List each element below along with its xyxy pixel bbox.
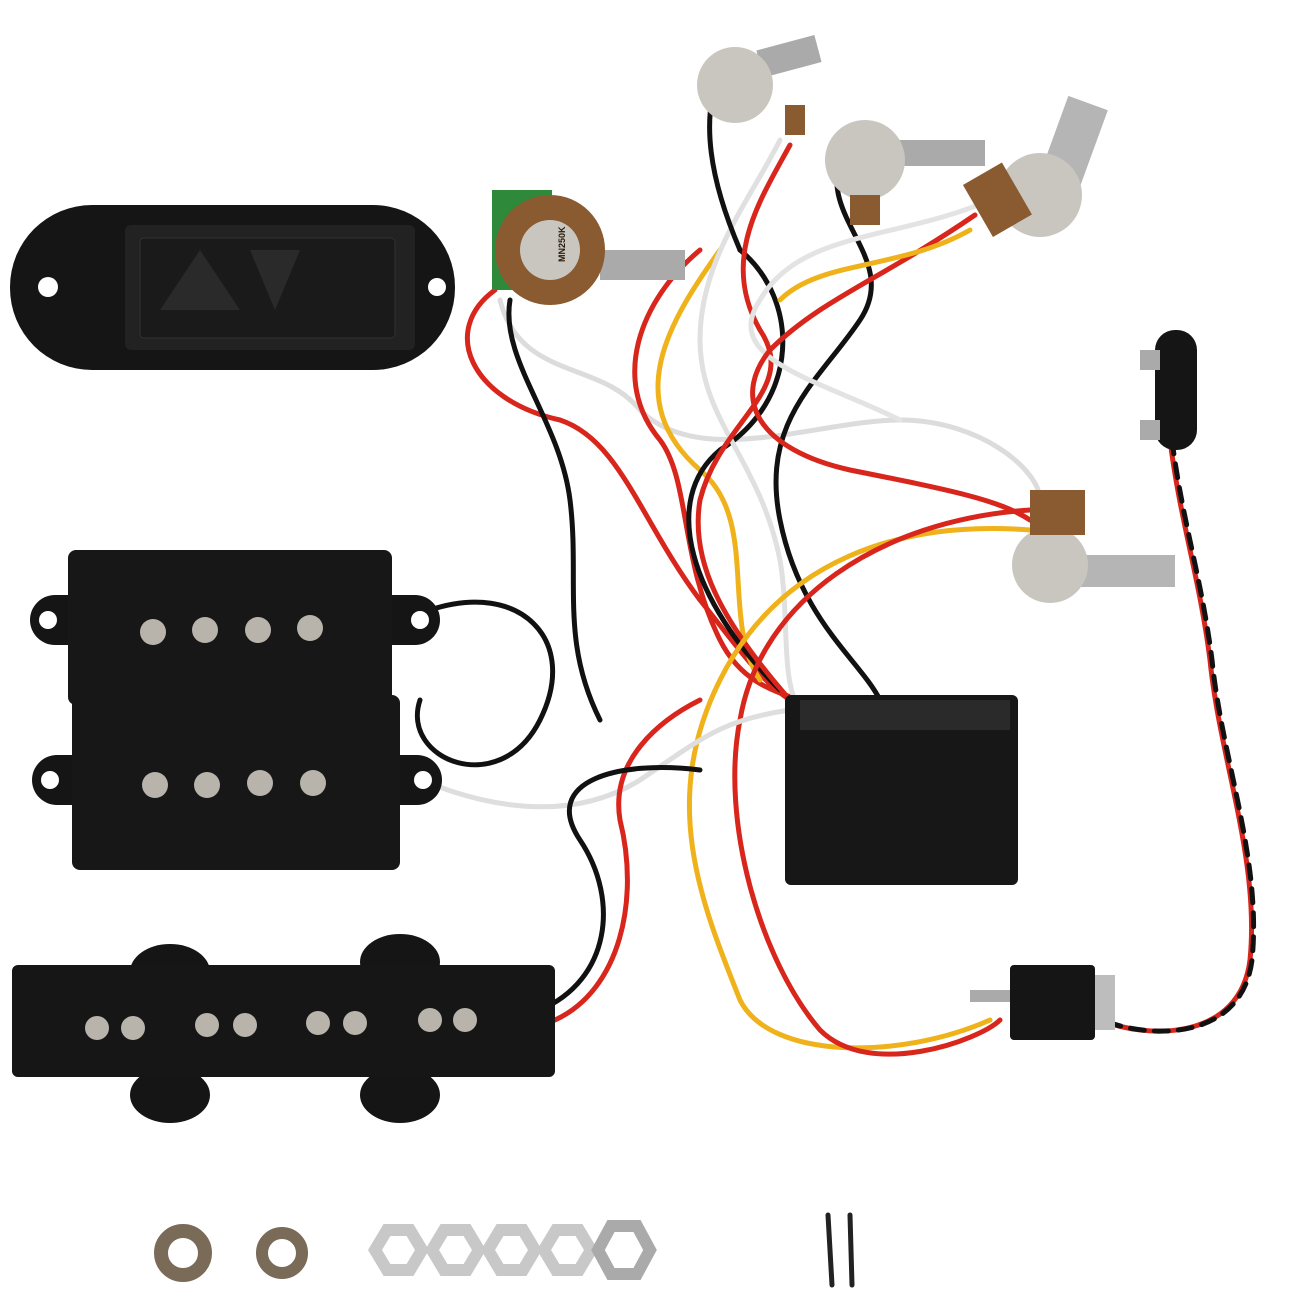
- potentiometer-middle: [825, 120, 985, 225]
- wire-yellow: [777, 227, 973, 303]
- output-jack: [970, 965, 1115, 1040]
- washers: [154, 1224, 308, 1282]
- p-bass-pickup-upper: [30, 550, 440, 705]
- wire-black: [773, 157, 883, 703]
- wire-black-pickup: [415, 599, 556, 768]
- battery-snap: [1140, 330, 1197, 450]
- wire-red-pickup: [552, 697, 703, 1023]
- j-bass-pickup: [12, 934, 555, 1123]
- pot-marking: MN250K: [557, 226, 567, 262]
- wire-red: [632, 247, 803, 703]
- wire-black-pickup: [537, 765, 703, 1013]
- battery-box: [10, 205, 455, 370]
- potentiometer-lower: [1012, 490, 1175, 603]
- wire-yellow: [686, 526, 1033, 1051]
- wire-black-battery: [1099, 437, 1257, 1034]
- wire-red: [695, 142, 793, 703]
- wire-white: [748, 197, 993, 423]
- potentiometer-with-pcb: MN250K: [492, 190, 685, 305]
- wire-white-pickup: [397, 707, 793, 810]
- wires: [397, 67, 1257, 1057]
- potentiometer-right: [962, 95, 1108, 237]
- wire-red: [750, 212, 1033, 523]
- wire-red: [732, 507, 1033, 1057]
- preamp-module: [785, 695, 1018, 885]
- wire-white: [497, 297, 1043, 503]
- screws: [825, 1212, 855, 1288]
- wire-black: [506, 297, 603, 723]
- nuts: [368, 1220, 657, 1280]
- potentiometer-top: [697, 34, 822, 135]
- p-bass-pickup-lower: [32, 695, 442, 870]
